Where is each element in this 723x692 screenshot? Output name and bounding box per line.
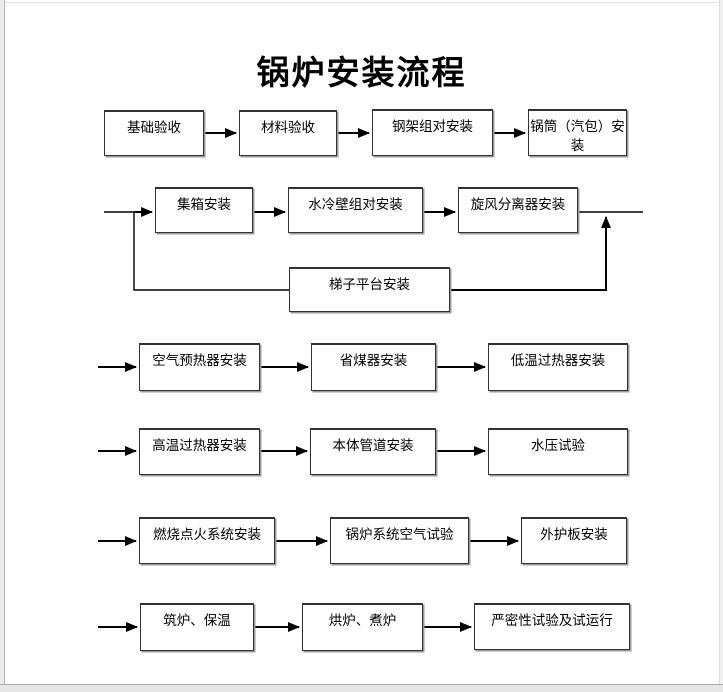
- flow-node-material-acceptance: 材料验收: [239, 110, 337, 156]
- flow-node-hydraulic-test: 水压试验: [488, 428, 628, 475]
- flow-node-low-temp-superheater: 低温过热器安装: [488, 343, 628, 391]
- page-left-edge: [0, 0, 5, 692]
- page-top-edge: [5, 2, 720, 3]
- page-bottom-edge: [0, 684, 723, 692]
- flow-node-air-preheater: 空气预热器安装: [139, 343, 260, 391]
- flow-node-ladder-platform: 梯子平台安装: [289, 267, 450, 312]
- flow-node-high-temp-superheater: 高温过热器安装: [139, 428, 260, 475]
- flow-node-drum-installation: 锅筒（汽包）安装: [528, 109, 627, 156]
- flow-node-furnace-insulation: 筑炉、保温: [140, 603, 254, 651]
- page-right-edge: [719, 0, 723, 692]
- flow-node-header-installation: 集箱安装: [155, 187, 253, 233]
- flow-node-economizer: 省煤器安装: [311, 343, 436, 391]
- flow-node-outer-casing: 外护板安装: [521, 517, 627, 564]
- flow-node-foundation-acceptance: 基础验收: [104, 110, 204, 156]
- flow-node-cyclone-separator: 旋风分离器安装: [458, 187, 578, 233]
- flow-node-body-piping: 本体管道安装: [310, 428, 436, 475]
- page-title: 锅炉安装流程: [256, 54, 467, 91]
- flow-node-boiler-air-test: 锅炉系统空气试验: [330, 517, 469, 564]
- flow-node-furnace-drying-boiling: 烘炉、煮炉: [302, 603, 423, 651]
- flow-node-tightness-test-trial-run: 严密性试验及试运行: [474, 603, 630, 650]
- flow-node-water-wall-assembly: 水冷壁组对安装: [288, 187, 423, 233]
- flow-node-ignition-system: 燃烧点火系统安装: [139, 517, 275, 564]
- flow-node-steel-frame-assembly: 钢架组对安装: [372, 109, 493, 156]
